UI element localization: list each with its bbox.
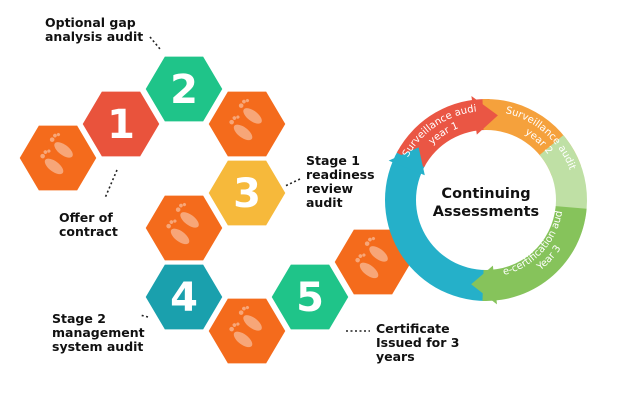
step-number: 3 xyxy=(233,171,261,217)
step-2-hexagon: 2 xyxy=(142,53,226,125)
connector-lines xyxy=(104,36,370,332)
step-number: 5 xyxy=(296,275,324,321)
step-5-hexagon: 5 xyxy=(268,261,352,333)
footprints-hexagon xyxy=(205,295,289,367)
step-4-hexagon: 4 xyxy=(142,261,226,333)
cycle-arrow xyxy=(388,147,425,176)
cycle-arrow xyxy=(471,96,498,135)
step-3-hexagon: 3 xyxy=(205,157,289,229)
cycle-center-line-1: Continuing xyxy=(441,186,530,202)
cycle-segment-year-3 xyxy=(482,206,587,301)
hexagon-path: 12 3 4 5 xyxy=(16,53,415,367)
cycle-segment-blue xyxy=(385,149,486,301)
step-number: 2 xyxy=(170,67,198,113)
footprints-hexagon xyxy=(16,122,100,194)
cycle-center-line-2: Assessments xyxy=(433,204,539,220)
step-number: 1 xyxy=(107,102,135,148)
cycle-arrow xyxy=(471,265,497,305)
cycle-segment-year-1 xyxy=(396,99,490,168)
step-1-hexagon: 1 xyxy=(79,88,163,160)
step-number: 4 xyxy=(170,275,198,321)
